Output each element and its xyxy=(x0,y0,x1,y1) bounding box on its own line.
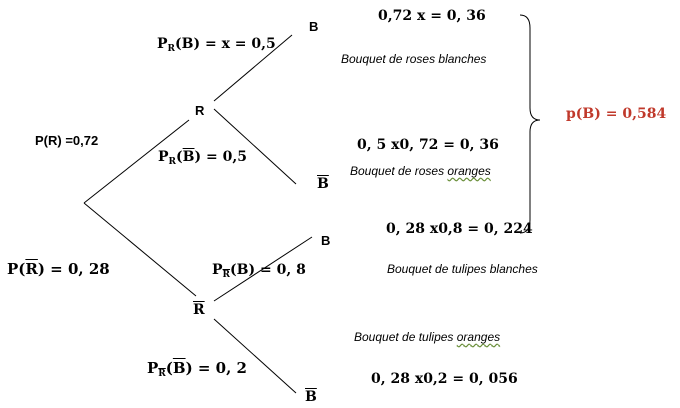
outcome-roses-oranges: Bouquet de roses oranges xyxy=(350,164,491,178)
outcome-tulipes-blanches: Bouquet de tulipes blanches xyxy=(387,262,538,276)
branch-R-Bbar xyxy=(213,108,297,185)
product-3: 0, 28 x0,8 = 0, 224 xyxy=(386,221,533,237)
node-Bbar-bottom: B xyxy=(305,389,317,405)
node-R: R xyxy=(195,103,205,118)
total-probability: p(B) = 0,584 xyxy=(566,106,667,122)
product-1: 0,72 x = 0, 36 xyxy=(378,8,486,24)
branch-Rbar-Bbar xyxy=(213,318,297,394)
prob-R-to-Bbar: PR(B) = 0,5 xyxy=(158,149,247,167)
node-Bbar-mid: B xyxy=(317,176,329,192)
node-Rbar: R xyxy=(193,302,205,318)
prob-Rbar-to-Bbar: PR(B) = 0, 2 xyxy=(147,359,247,379)
product-2: 0, 5 x0, 72 = 0, 36 xyxy=(357,137,499,153)
prob-Rbar-to-B: PR(B) = 0, 8 xyxy=(212,262,306,280)
total-brace xyxy=(519,14,541,234)
prob-R-to-B: PR(B) = x = 0,5 xyxy=(157,36,276,54)
product-4: 0, 28 x0,2 = 0, 056 xyxy=(371,371,518,387)
node-B-mid: B xyxy=(321,233,331,248)
branch-root-R xyxy=(83,119,190,204)
prob-R: P(R) =0,72 xyxy=(35,133,99,148)
outcome-tulipes-oranges: Bouquet de tulipes oranges xyxy=(354,330,501,344)
prob-Rbar: P(R) = 0, 28 xyxy=(7,260,110,278)
outcome-roses-blanches: Bouquet de roses blanches xyxy=(341,52,487,66)
branch-R-B xyxy=(213,34,293,102)
branch-Rbar-B xyxy=(213,236,313,302)
branch-root-Rbar xyxy=(83,202,197,297)
node-B-top: B xyxy=(309,19,319,34)
